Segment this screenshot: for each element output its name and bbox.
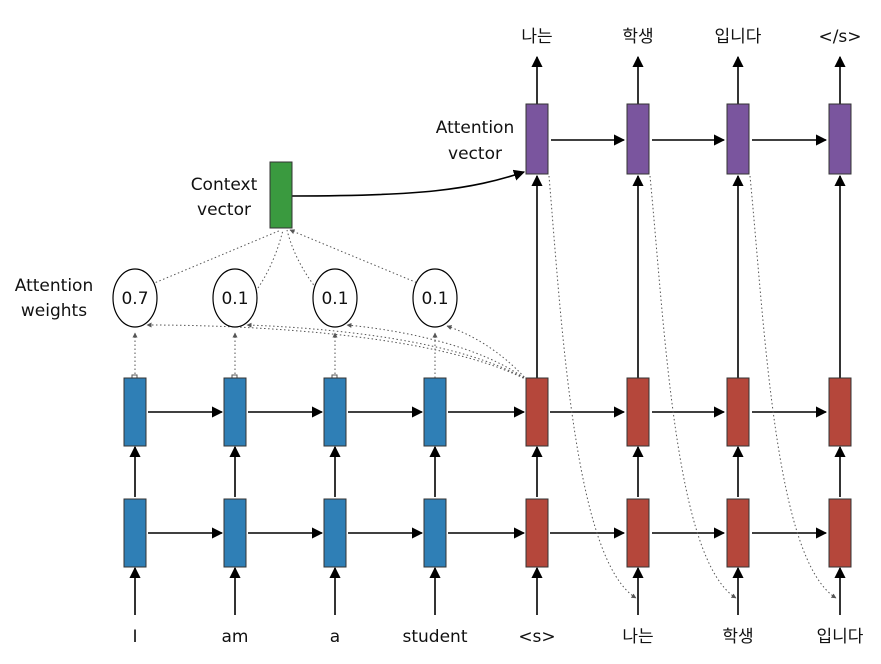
attention-vector-cell <box>626 103 650 175</box>
context-vector-label-line1: Context <box>191 175 258 195</box>
attention-vector-label-line2: vector <box>448 144 502 164</box>
context-to-attention-arrow <box>291 169 526 197</box>
context-vector-label-line2: vector <box>197 200 251 220</box>
weight-value: 0.7 <box>121 289 148 309</box>
decoder <box>525 377 852 568</box>
encoder-cell-bottom <box>423 498 447 568</box>
attention-vector-cell <box>828 103 852 175</box>
decoder-cell-bottom <box>726 498 750 568</box>
weight-circle <box>312 268 358 328</box>
source-token: student <box>403 627 468 647</box>
source-token: I <box>132 627 137 647</box>
decoder-input-token: <s> <box>518 627 555 647</box>
output-token: 입니다 <box>715 27 762 47</box>
source-token: am <box>222 627 249 647</box>
encoder-cell-top <box>423 377 447 447</box>
decoder-input-token: 나는 <box>622 627 653 647</box>
attention-vector-label-line1: Attention <box>436 118 514 138</box>
dotted-arrow <box>749 175 837 599</box>
decoder-cell-top <box>525 377 549 447</box>
context-vector-cell <box>269 161 293 229</box>
output-token: 학생 <box>622 27 653 47</box>
dotted-arrow <box>289 229 421 285</box>
dotted-arrow <box>548 175 637 599</box>
decoder-cell-top <box>626 377 650 447</box>
encoder-cell-bottom <box>223 498 247 568</box>
attention-weight-circles <box>112 268 458 328</box>
output-token: 나는 <box>521 27 552 47</box>
decoder-input-token: 학생 <box>722 627 753 647</box>
solid-arrows <box>129 55 846 615</box>
decoder-cell-top <box>828 377 852 447</box>
weight-circle <box>412 268 458 328</box>
dotted-connectors <box>132 175 837 599</box>
attention-vector-cell <box>525 103 549 175</box>
dotted-line <box>286 229 317 289</box>
dotted-line <box>257 229 284 289</box>
attention-vectors <box>525 103 852 175</box>
decoder-cell-top <box>726 377 750 447</box>
dotted-arrow <box>649 175 737 599</box>
output-token: </s> <box>818 27 861 47</box>
attention-weights-label-line1: Attention <box>15 276 93 296</box>
encoder-cell-top <box>223 377 247 447</box>
decoder-cell-bottom <box>525 498 549 568</box>
encoder-cell-bottom <box>123 498 147 568</box>
attention-weights-label-line2: weights <box>21 301 87 321</box>
decoder-input-token: 입니다 <box>817 627 864 647</box>
source-token: a <box>330 627 340 647</box>
dotted-arrow <box>446 325 528 381</box>
decoder-cell-bottom <box>828 498 852 568</box>
encoder <box>123 377 447 568</box>
encoder-cell-top <box>323 377 347 447</box>
weight-value: 0.1 <box>321 289 348 309</box>
weight-value: 0.1 <box>421 289 448 309</box>
encoder-cell-bottom <box>323 498 347 568</box>
dotted-arrow <box>146 322 528 381</box>
encoder-cell-top <box>123 377 147 447</box>
weight-circle <box>112 268 158 328</box>
dotted-arrow <box>246 322 528 381</box>
dotted-line <box>151 229 282 285</box>
dotted-arrow <box>346 322 528 381</box>
attention-vector-cell <box>726 103 750 175</box>
decoder-cell-bottom <box>626 498 650 568</box>
weight-value: 0.1 <box>221 289 248 309</box>
weight-circle <box>212 268 258 328</box>
